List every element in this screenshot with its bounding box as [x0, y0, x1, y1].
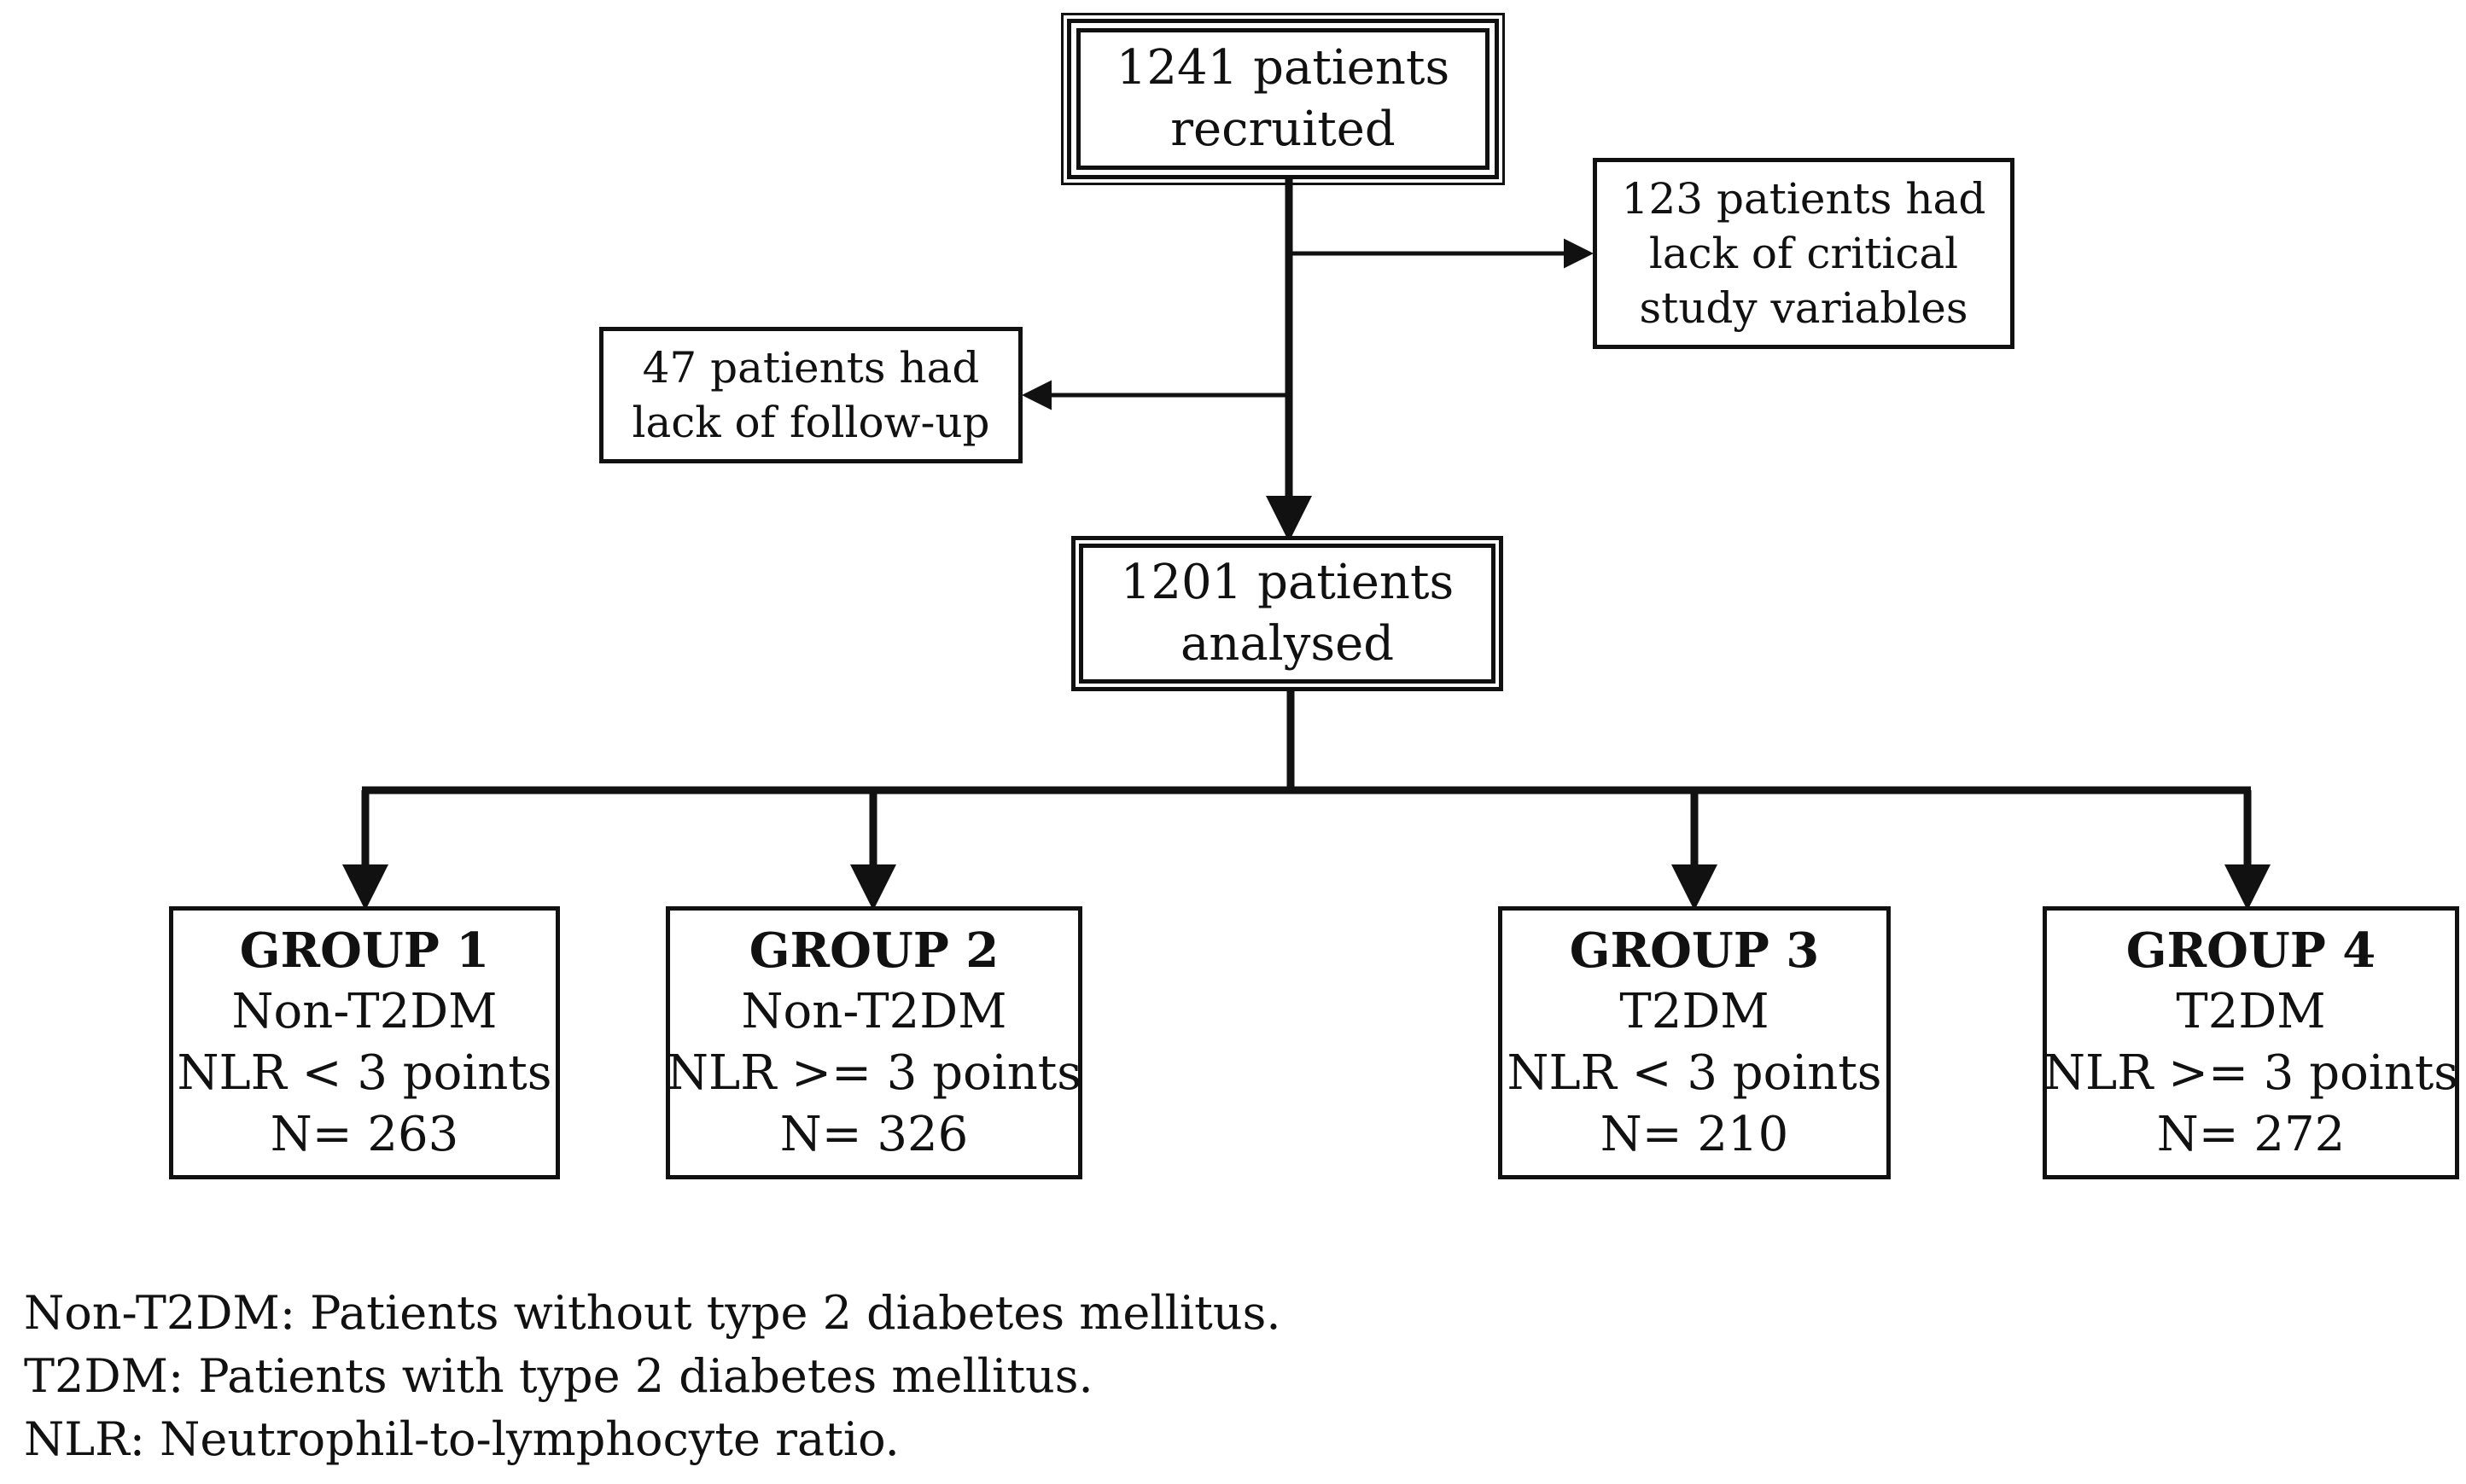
group-4-box: GROUP 4 T2DM NLR >= 3 points N= 272: [2043, 906, 2459, 1179]
abbreviation-legend: Non-T2DM: Patients without type 2 diabet…: [24, 1282, 1281, 1471]
group-3-title: GROUP 3: [1569, 922, 1820, 979]
excluded-variables-box: 123 patients had lack of critical study …: [1593, 158, 2014, 349]
excluded-followup-box: 47 patients had lack of follow-up: [599, 327, 1023, 463]
group-2-population: Non-T2DM: [741, 984, 1007, 1039]
group-3-n: N= 210: [1600, 1107, 1789, 1162]
group-4-nlr: NLR >= 3 points: [2043, 1045, 2459, 1101]
group-1-population: Non-T2DM: [231, 984, 498, 1039]
group-4-population: T2DM: [2176, 984, 2326, 1039]
group-4-n: N= 272: [2156, 1107, 2346, 1162]
group-1-n: N= 263: [270, 1107, 459, 1162]
group-1-title: GROUP 1: [239, 922, 490, 979]
group-3-box: GROUP 3 T2DM NLR < 3 points N= 210: [1498, 906, 1891, 1179]
group-4-title: GROUP 4: [2125, 922, 2376, 979]
excluded-followup-line-1: 47 patients had: [642, 343, 980, 393]
recruited-label: recruited: [1170, 102, 1396, 157]
group-3-nlr: NLR < 3 points: [1507, 1045, 1882, 1101]
legend-nlr: NLR: Neutrophil-to-lymphocyte ratio.: [24, 1412, 900, 1466]
excluded-followup-line-2: lack of follow-up: [632, 398, 990, 447]
analysed-label: analysed: [1180, 616, 1395, 672]
excluded-variables-line-2: lack of critical: [1648, 229, 1959, 278]
group-3-population: T2DM: [1619, 984, 1769, 1039]
excluded-variables-line-3: study variables: [1639, 283, 1968, 333]
recruited-count: 1241 patients: [1116, 40, 1450, 96]
group-1-box: GROUP 1 Non-T2DM NLR < 3 points N= 263: [169, 906, 560, 1179]
analysed-box: 1201 patients analysed: [1071, 536, 1503, 691]
group-2-title: GROUP 2: [749, 922, 1000, 979]
excluded-variables-line-1: 123 patients had: [1621, 174, 1986, 224]
recruited-box: 1241 patients recruited: [1061, 13, 1505, 185]
group-1-nlr: NLR < 3 points: [177, 1045, 552, 1101]
legend-t2dm: T2DM: Patients with type 2 diabetes mell…: [24, 1349, 1093, 1403]
group-2-n: N= 326: [779, 1107, 969, 1162]
group-2-box: GROUP 2 Non-T2DM NLR >= 3 points N= 326: [666, 906, 1082, 1179]
group-2-nlr: NLR >= 3 points: [667, 1045, 1082, 1101]
legend-non-t2dm: Non-T2DM: Patients without type 2 diabet…: [24, 1286, 1281, 1340]
analysed-count: 1201 patients: [1120, 555, 1455, 610]
